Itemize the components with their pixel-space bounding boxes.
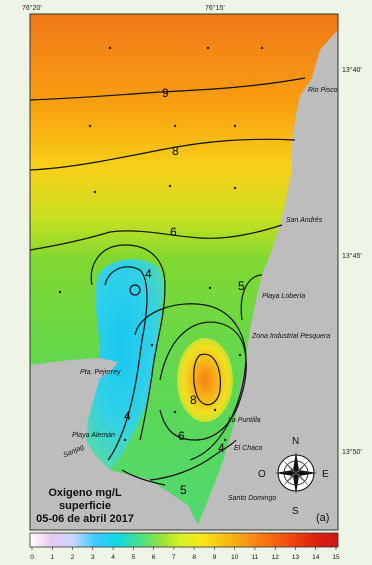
compass-n: N [292,436,299,447]
colorbar-tick-label: 15 [332,554,340,561]
label-pta-pejerrey: Pta. Pejerrey [80,369,121,376]
northeast-coast [198,30,338,530]
low-oxygen-zone [80,259,164,470]
sampling-points [58,46,264,442]
colorbar-tick-label: 0 [30,554,34,561]
coord-right-3: 13°50' [342,448,362,456]
colorbar-tick-label: 14 [312,554,320,561]
colorbar-tick-label: 11 [252,554,259,561]
coord-top-left: 76°20' [22,4,42,12]
label-santo-domingo: Santo Domingo [228,495,276,502]
label-el-chaco: El Chaco [234,445,263,452]
panel-label: (a) [316,512,329,524]
contour-label-8b: 8 [190,393,197,407]
colorbar-tick-label: 6 [152,554,156,561]
contour-label-4a: 4 [145,267,152,281]
contour-label-5b: 5 [180,483,187,497]
contour-lines [30,77,306,486]
map-frame [29,13,339,531]
colorbar-tick-label: 2 [71,554,75,561]
compass-e: E [322,469,329,480]
map-title-line3: 05-06 de abril 2017 [36,513,134,525]
map-title-line2: superficie [59,500,111,512]
label-la-puntilla: La Puntilla [228,417,261,424]
compass-rose-icon [275,452,317,494]
contour-label-8: 8 [172,144,179,158]
contour-label-4b: 4 [124,409,131,423]
contour-label-4c: 4 [218,441,225,455]
colorbar-tick-label: 13 [292,554,300,561]
coord-right-1: 13°40' [342,66,362,74]
coord-top-mid: 76°15' [205,4,225,12]
contour-label-6b: 6 [178,429,185,443]
colorbar [29,532,339,548]
compass-o: O [258,469,266,480]
label-playa-aleman: Playa Alemán [72,432,115,439]
colorbar-tick-label: 3 [91,554,95,561]
map-title-line1: Oxigeno mg/L [48,487,122,499]
colorbar-tick-label: 10 [231,554,239,561]
colorbar-tick-label: 4 [111,554,115,561]
high-oxygen-spot [177,338,233,422]
label-rio-pisco: Rio Pisco [308,87,338,94]
colorbar-tick-label: 7 [172,554,176,561]
label-playa-loberia: Playa Lobería [262,293,305,300]
contour-label-9: 9 [162,86,169,100]
colorbar-tick-label: 12 [272,554,280,561]
colorbar-tick-label: 9 [213,554,217,561]
label-san-andres: San Andrés [286,217,323,224]
colorbar-tick-label: 5 [132,554,136,561]
peninsula-land [30,358,118,460]
colorbar-tick-label: 8 [192,554,196,561]
contour-label-6: 6 [170,225,177,239]
colorbar-tick-label: 1 [50,554,54,561]
coord-right-2: 13°45' [342,252,362,260]
compass-s: S [292,506,299,517]
label-zona-industrial: Zona Industrial Pesquera [251,333,330,340]
contour-label-5a: 5 [238,279,245,293]
